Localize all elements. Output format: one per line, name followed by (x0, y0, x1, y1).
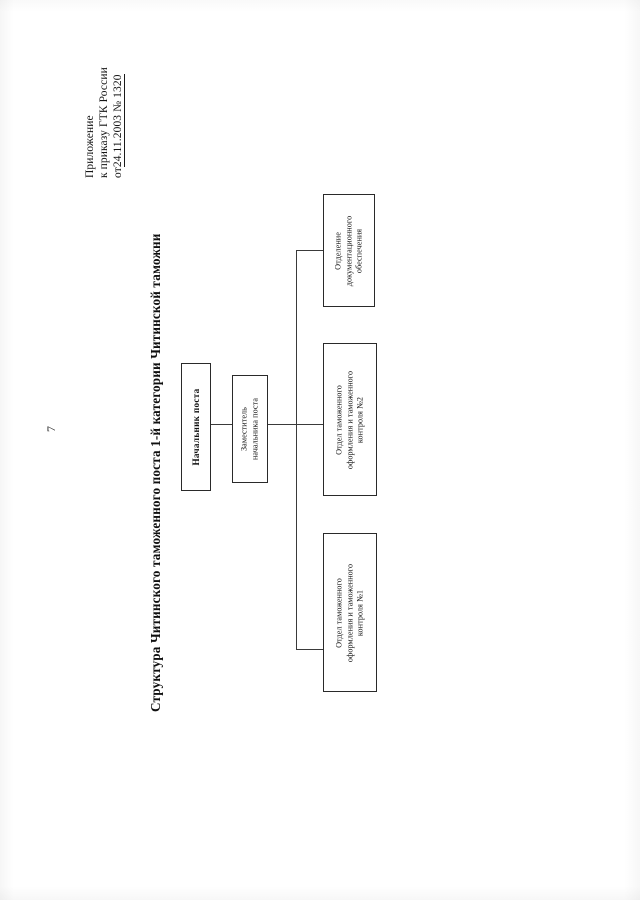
org-node-document-support-label: Отделение документационного обеспечения (333, 215, 365, 285)
connector-head-to-deputy (211, 424, 233, 426)
org-node-document-support-line-2: документационного (343, 215, 353, 286)
org-node-customs-dept-1[interactable]: Отдел таможенного оформления и таможенно… (323, 533, 377, 692)
org-node-document-support[interactable]: Отделение документационного обеспечения (323, 194, 375, 307)
org-node-customs-dept-1-line-2: оформления и таможенного (344, 563, 354, 662)
org-node-customs-dept-1-line-1: Отдел таможенного (334, 577, 344, 648)
org-node-deputy-line-2: начальника поста (250, 397, 259, 461)
connector-branch-customs2 (296, 424, 323, 426)
connector-branch-customs1 (296, 649, 323, 651)
org-node-deputy-line-1: Заместитель (239, 407, 249, 451)
org-node-deputy[interactable]: Заместитель начальника поста (232, 375, 268, 483)
connector-trunk-vertical (296, 250, 298, 650)
connector-branch-docs (296, 250, 323, 252)
org-node-customs-dept-1-label: Отдел таможенного оформления и таможенно… (334, 563, 366, 661)
org-node-customs-dept-2-label: Отдел таможенного оформления и таможенно… (334, 370, 366, 468)
org-node-customs-dept-2-line-2: оформления и таможенного (344, 370, 354, 469)
org-node-document-support-line-3: обеспечения (354, 228, 364, 273)
org-node-head-label: Начальник поста (191, 388, 202, 465)
connector-deputy-to-trunk (268, 424, 297, 426)
org-node-customs-dept-2-line-3: контроля №2 (355, 396, 365, 443)
org-node-head-line-1: Начальник поста (190, 388, 201, 466)
org-node-head[interactable]: Начальник поста (181, 363, 211, 491)
org-node-customs-dept-2-line-1: Отдел таможенного (334, 384, 344, 455)
org-node-deputy-label: Заместитель начальника поста (240, 398, 261, 460)
org-node-customs-dept-2[interactable]: Отдел таможенного оформления и таможенно… (323, 343, 377, 496)
org-node-customs-dept-1-line-3: контроля №1 (355, 589, 365, 636)
org-node-document-support-line-1: Отделение (333, 231, 343, 270)
